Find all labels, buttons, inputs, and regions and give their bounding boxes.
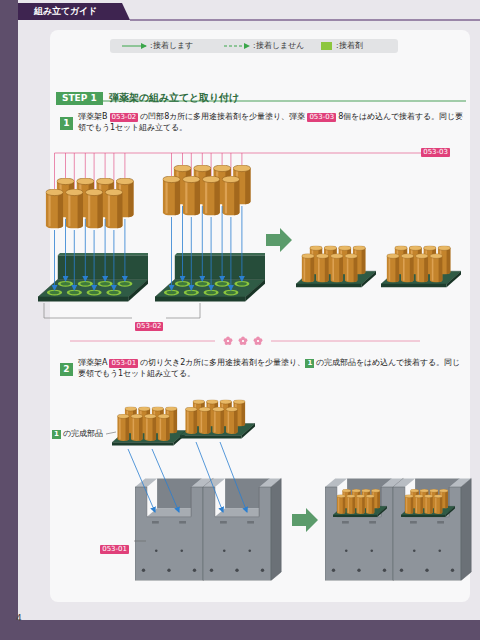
step-number: 2 bbox=[60, 363, 73, 376]
instruction-paragraph: 弾薬架B053-02の凹部8カ所に多用途接着剤を少量塗り、弾薬053-038個を… bbox=[78, 111, 466, 133]
part-callout: 053-02 bbox=[133, 313, 166, 332]
step-number-box: 2 bbox=[60, 357, 73, 376]
part-number: 053-02 bbox=[110, 113, 139, 122]
step-reference: 1 bbox=[52, 430, 61, 439]
part-number: 053-01 bbox=[100, 545, 129, 554]
page-tab-title: 組み立てガイド bbox=[34, 5, 97, 17]
legend-swatch bbox=[321, 42, 332, 50]
step-number: 1 bbox=[60, 117, 73, 130]
instruction-text: の凹部8カ所に多用途接着剤を少量塗り、弾薬 bbox=[140, 112, 305, 121]
page-number: 4 bbox=[16, 613, 22, 623]
instruction-paragraph: 弾薬架A053-01の切り欠き2カ所に多用途接着剤を少量塗り、1の完成部品をはめ… bbox=[78, 357, 466, 379]
page-number-box: 4 bbox=[16, 606, 22, 625]
part-callout: 1の完成部品 bbox=[52, 428, 103, 439]
legend-text: :接着しません bbox=[253, 41, 304, 51]
legend-text: :接着します bbox=[150, 41, 193, 51]
legend-text: :接着剤 bbox=[336, 41, 363, 51]
step-number-box: 1 bbox=[60, 111, 73, 130]
step-title: 弾薬架の組み立てと取り付け bbox=[109, 91, 239, 104]
instruction-text: 弾薬架B bbox=[78, 112, 108, 121]
part-callout: 053-03 bbox=[419, 139, 452, 158]
instruction-text: 弾薬架A bbox=[78, 358, 107, 367]
instruction-text: の切り欠き2カ所に多用途接着剤を少量塗り、 bbox=[140, 358, 305, 367]
part-number: 053-03 bbox=[307, 113, 336, 122]
step-label: STEP 1 bbox=[56, 92, 103, 105]
step-reference: 1 bbox=[305, 359, 314, 368]
part-number: 053-03 bbox=[421, 148, 450, 157]
instruction-text: の完成部品 bbox=[63, 429, 103, 438]
part-number: 053-01 bbox=[109, 359, 138, 368]
step-band: STEP 1 弾薬架の組み立てと取り付け bbox=[56, 86, 239, 105]
part-callout: 053-01 bbox=[98, 536, 131, 555]
part-number: 053-02 bbox=[135, 322, 164, 331]
